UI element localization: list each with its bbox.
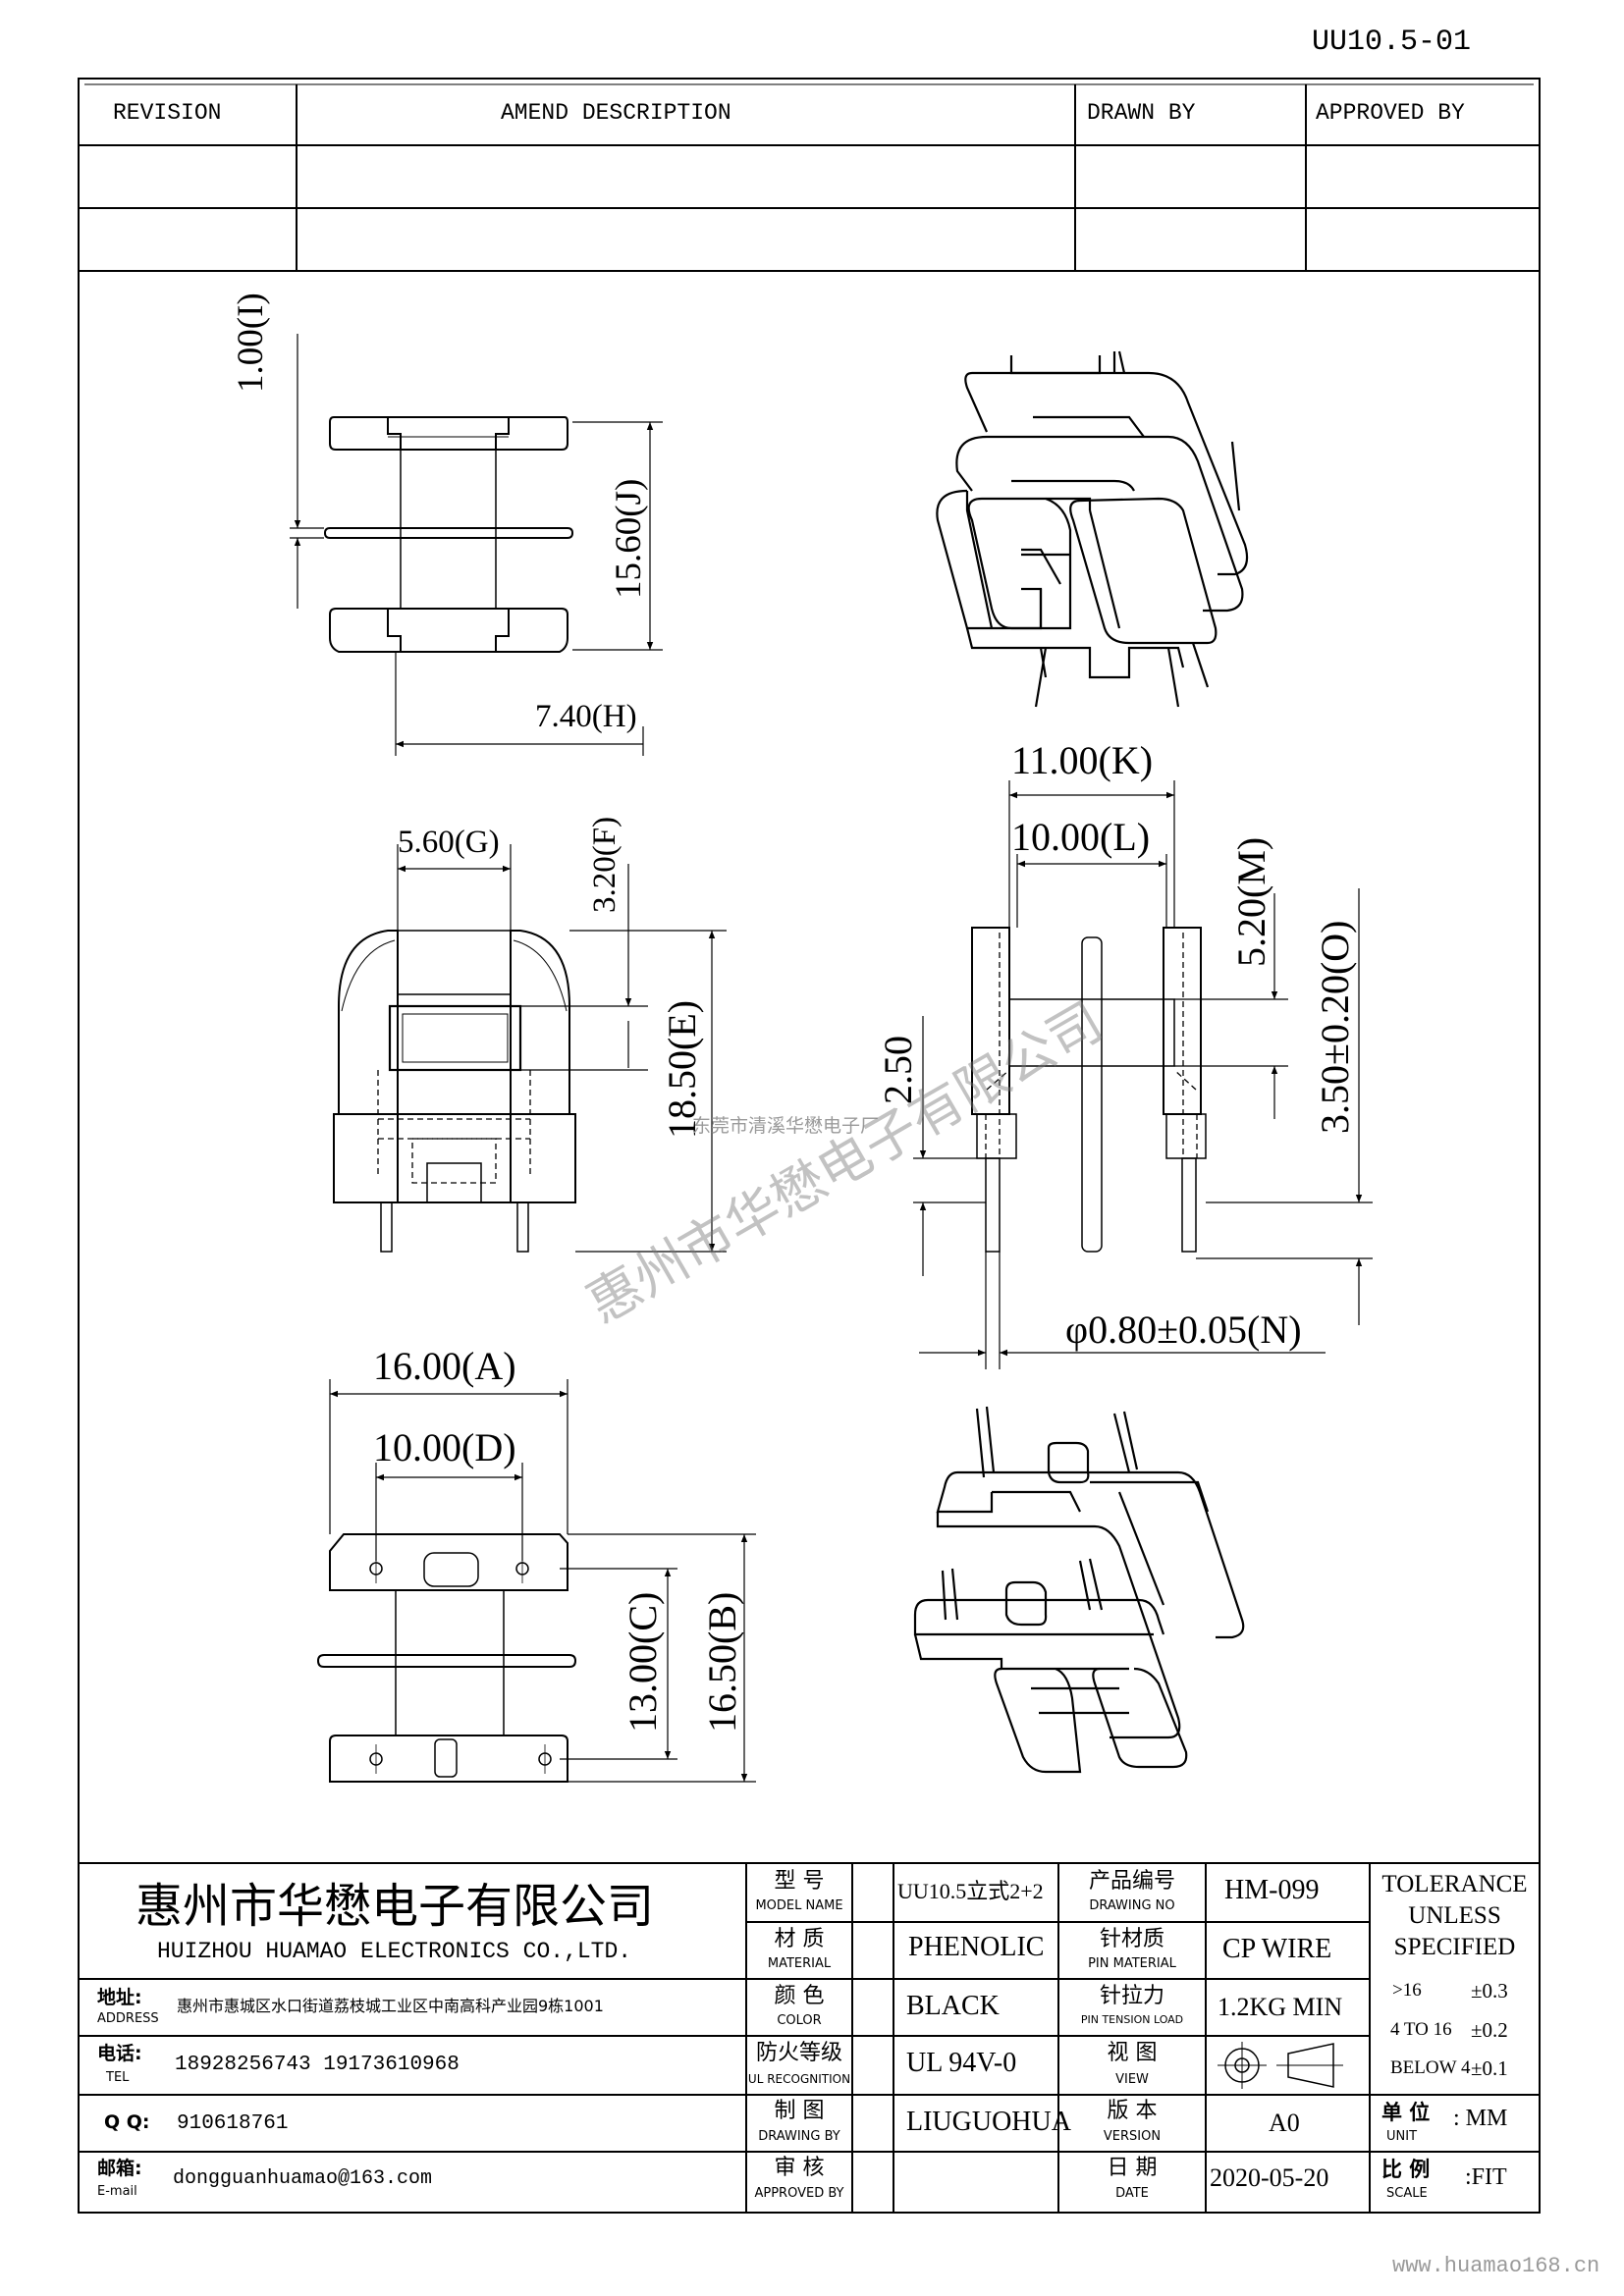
approved-by-header: APPROVED BY bbox=[1316, 100, 1465, 126]
address-label-en: ADDRESS bbox=[97, 2011, 159, 2026]
email-label-en: E-mail bbox=[97, 2184, 137, 2199]
pin-material-label-en: PIN MATERIAL bbox=[1088, 1956, 1176, 1971]
material-value: PHENOLIC bbox=[908, 1932, 1045, 1962]
dim-label-B: 16.50(B) bbox=[700, 1591, 744, 1733]
dim-label-J: 15.60(J) bbox=[609, 478, 649, 599]
color-label: 颜 色 bbox=[774, 1984, 825, 2008]
approved-label: 审 核 bbox=[774, 2156, 825, 2180]
email-label: 邮箱: bbox=[97, 2158, 142, 2179]
drawing-by-value: LIUGUOHUA bbox=[906, 2107, 1071, 2137]
tolerance-range-2: 4 TO 16 bbox=[1390, 2019, 1452, 2040]
pin-tension-label-en: PIN TENSION LOAD bbox=[1080, 2013, 1184, 2026]
email-value: dongguanhuamao@163.com bbox=[173, 2167, 433, 2190]
amend-description-header: AMEND DESCRIPTION bbox=[501, 100, 731, 126]
unit-value: : MM bbox=[1453, 2106, 1508, 2131]
model-name-label: 型 号 bbox=[774, 1869, 825, 1894]
ul-label: 防火等级 bbox=[755, 2041, 842, 2065]
bottom-view bbox=[316, 1379, 756, 1783]
top-view bbox=[290, 334, 663, 756]
drawing-no-label: 产品编号 bbox=[1088, 1869, 1175, 1894]
drawing-no-value: HM-099 bbox=[1224, 1875, 1320, 1905]
revision-header: REVISION bbox=[113, 100, 222, 126]
date-value: 2020-05-20 bbox=[1210, 2163, 1329, 2192]
tel-label: 电话: bbox=[97, 2043, 142, 2064]
date-label-en: DATE bbox=[1115, 2186, 1149, 2201]
company-name-cn: 惠州市华懋电子有限公司 bbox=[135, 1879, 655, 1934]
dim-label-A: 16.00(A) bbox=[373, 1344, 516, 1388]
view-label: 视 图 bbox=[1107, 2041, 1158, 2065]
pin-material-label: 针材质 bbox=[1099, 1927, 1164, 1951]
iso-view-top bbox=[936, 350, 1249, 708]
unit-label: 单 位 bbox=[1381, 2101, 1431, 2124]
side-view bbox=[913, 780, 1373, 1369]
pin-tension-label: 针拉力 bbox=[1099, 1984, 1164, 2008]
dim-label-H: 7.40(H) bbox=[535, 699, 637, 734]
ul-label-en: UL RECOGNITION bbox=[747, 2072, 851, 2086]
dim-label-O: 3.50±0.20(O) bbox=[1313, 920, 1357, 1134]
dim-label-G: 5.60(G) bbox=[398, 825, 500, 860]
website-footer: www.huamao168.cn bbox=[1392, 2254, 1600, 2278]
tolerance-range-3: BELOW 4 bbox=[1390, 2057, 1471, 2078]
tolerance-title-2: UNLESS bbox=[1408, 1902, 1501, 1929]
unit-label-en: UNIT bbox=[1386, 2129, 1418, 2144]
version-label-en: VERSION bbox=[1103, 2129, 1162, 2144]
version-label: 版 本 bbox=[1107, 2099, 1158, 2123]
scale-value: :FIT bbox=[1465, 2164, 1507, 2190]
dim-label-I: 1.00(I) bbox=[231, 293, 271, 393]
material-label-en: MATERIAL bbox=[767, 1956, 832, 1971]
tolerance-value-2: ±0.2 bbox=[1471, 2018, 1508, 2042]
dim-label-C: 13.00(C) bbox=[621, 1591, 665, 1733]
model-name-value: UU10.5立式2+2 bbox=[897, 1879, 1044, 1903]
ul-value: UL 94V-0 bbox=[906, 2048, 1017, 2078]
version-value: A0 bbox=[1269, 2109, 1300, 2137]
tel-label-en: TEL bbox=[106, 2070, 130, 2085]
front-view bbox=[333, 844, 727, 1253]
dim-label-F: 3.20(F) bbox=[587, 816, 623, 913]
approved-label-en: APPROVED BY bbox=[754, 2186, 844, 2201]
document-number: UU10.5-01 bbox=[1312, 26, 1472, 59]
iso-view-bottom bbox=[913, 1406, 1245, 1774]
tel-value: 18928256743 19173610968 bbox=[175, 2054, 460, 2076]
pin-tension-value: 1.2KG MIN bbox=[1218, 1993, 1343, 2021]
pin-material-value: CP WIRE bbox=[1222, 1934, 1332, 1964]
color-value: BLACK bbox=[906, 1991, 1000, 2021]
drawn-by-header: DRAWN BY bbox=[1087, 100, 1196, 126]
dim-label-L: 10.00(L) bbox=[1011, 815, 1151, 859]
qq-label: Q Q: bbox=[104, 2111, 150, 2133]
date-label: 日 期 bbox=[1107, 2156, 1158, 2180]
qq-value: 910618761 bbox=[177, 2112, 289, 2135]
dim-label-M: 5.20(M) bbox=[1229, 836, 1273, 967]
drawing-by-label: 制 图 bbox=[774, 2099, 825, 2123]
address-label: 地址: bbox=[97, 1987, 142, 2008]
scale-label-en: SCALE bbox=[1386, 2186, 1428, 2201]
material-label: 材 质 bbox=[774, 1927, 825, 1951]
scale-label: 比 例 bbox=[1381, 2158, 1431, 2181]
dim-label-K: 11.00(K) bbox=[1011, 738, 1154, 782]
drawing-by-label-en: DRAWING BY bbox=[758, 2129, 840, 2144]
dim-label-N: φ0.80±0.05(N) bbox=[1065, 1308, 1302, 1352]
dim-label-D: 10.00(D) bbox=[373, 1425, 516, 1469]
tolerance-range-1: >16 bbox=[1392, 1980, 1422, 2001]
color-label-en: COLOR bbox=[777, 2013, 822, 2028]
tolerance-value-1: ±0.3 bbox=[1471, 1979, 1508, 2002]
drawing-no-label-en: DRAWING NO bbox=[1089, 1898, 1175, 1913]
sheet-frame bbox=[78, 78, 1541, 2214]
watermark-small: 东莞市清溪华懋电子厂 bbox=[692, 1115, 880, 1137]
address-value: 惠州市惠城区水口街道荔枝城工业区中南高科产业园9栋1001 bbox=[177, 1997, 604, 2015]
company-name-en: HUIZHOU HUAMAO ELECTRONICS CO.,LTD. bbox=[157, 1939, 632, 1964]
tolerance-title-3: SPECIFIED bbox=[1393, 1934, 1516, 1960]
view-label-en: VIEW bbox=[1115, 2072, 1149, 2087]
model-name-label-en: MODEL NAME bbox=[755, 1898, 843, 1913]
tolerance-title-1: TOLERANCE bbox=[1381, 1871, 1528, 1897]
tolerance-value-3: ±0.1 bbox=[1471, 2056, 1508, 2080]
